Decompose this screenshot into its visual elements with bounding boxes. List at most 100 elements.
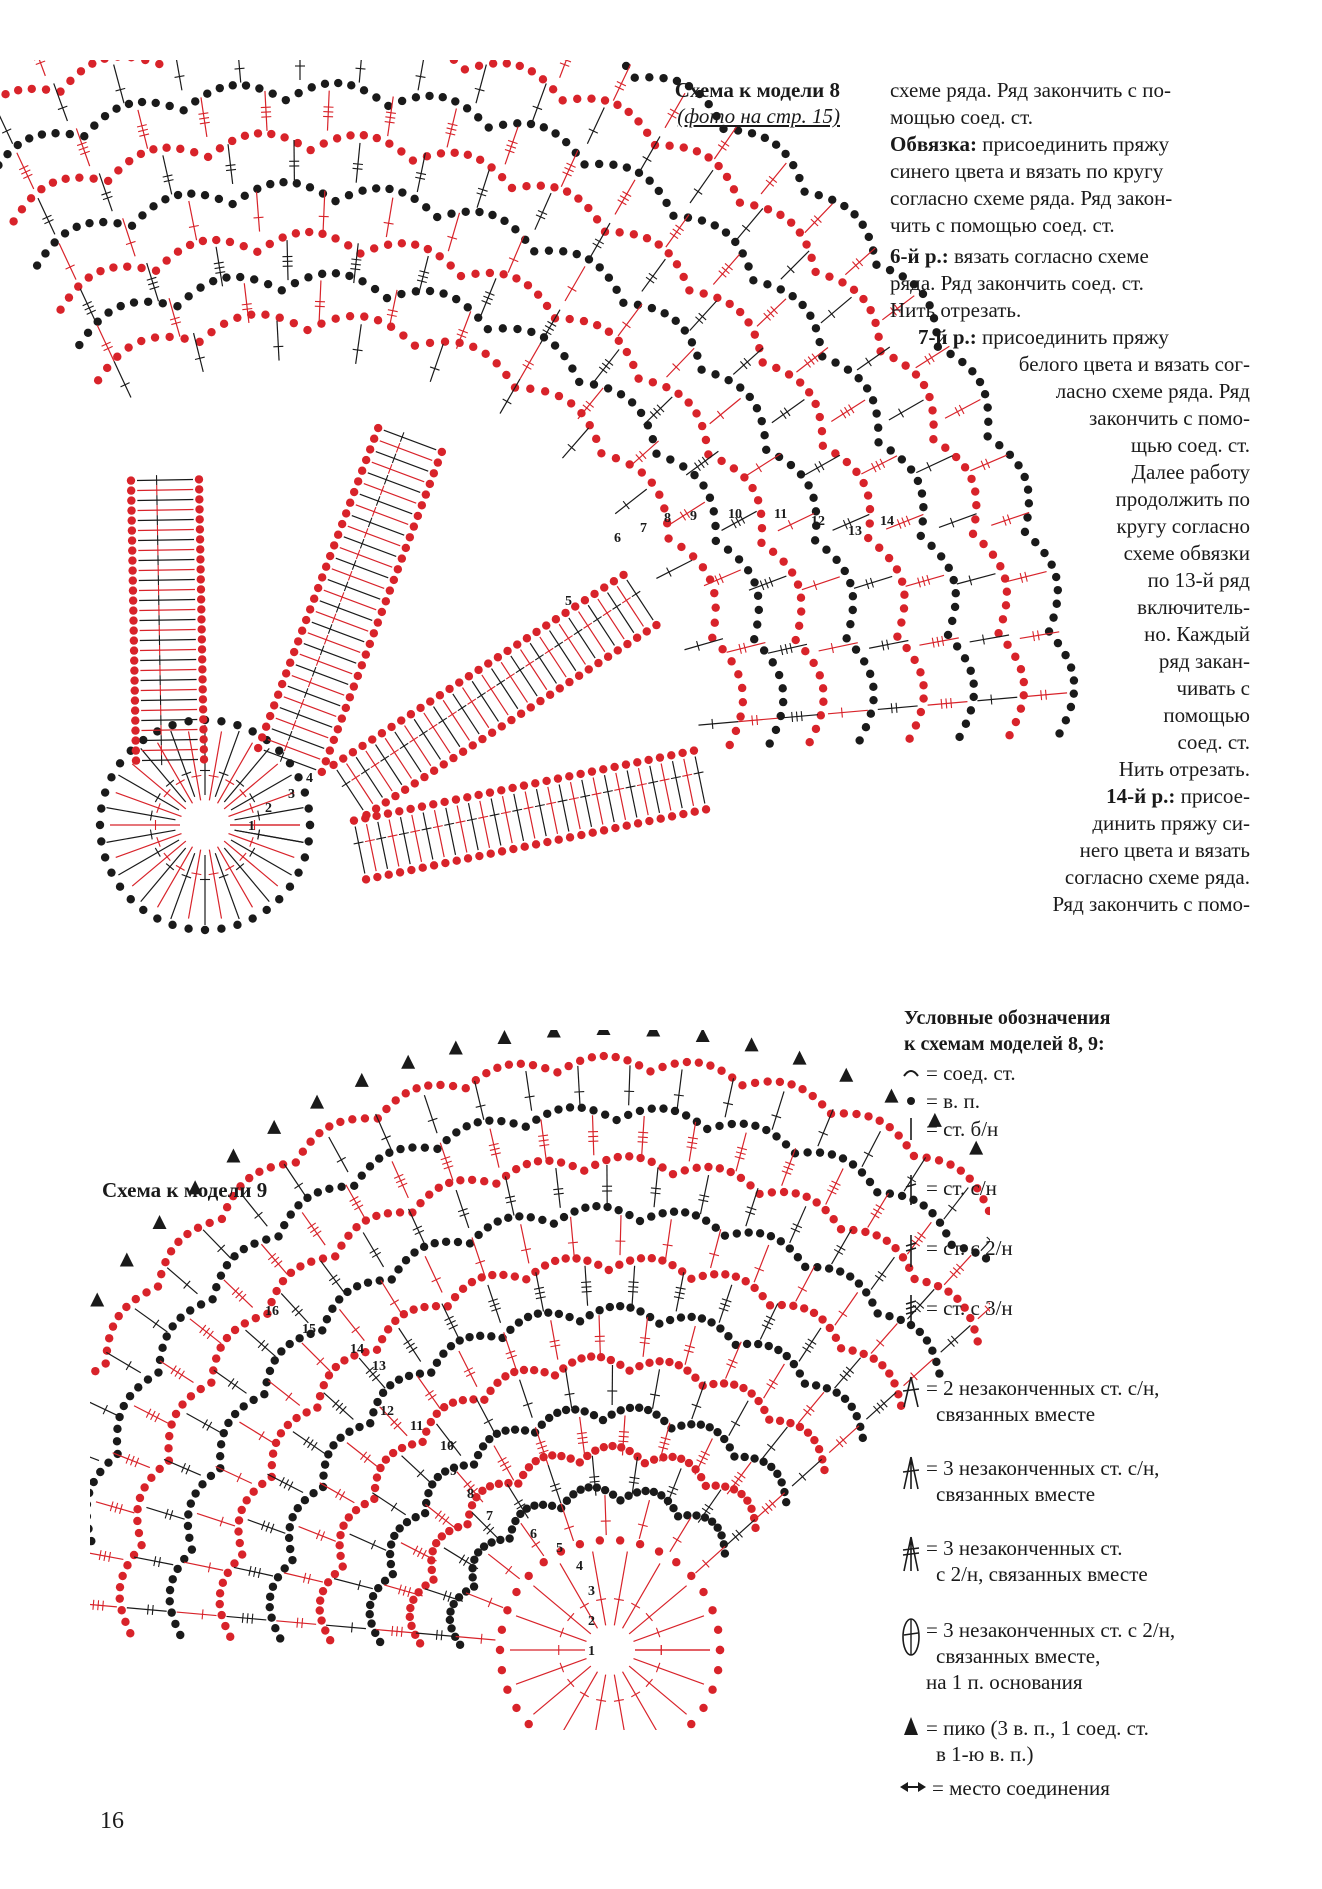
schema-9-title: Схема к модели 9 [102, 1178, 268, 1202]
chain-stitch-dot [333, 530, 343, 539]
stitch-bar [399, 742, 409, 750]
row-number-label: 3 [588, 1584, 595, 1599]
chain-stitch-dot [75, 173, 84, 182]
chain-stitch-dot [143, 1375, 153, 1384]
chain-stitch-dot [840, 201, 849, 211]
chain-stitch-dot [337, 1182, 346, 1191]
chain-stitch-dot [291, 1158, 301, 1167]
stitch-bar [351, 258, 362, 261]
chain-stitch-dot [315, 1391, 325, 1401]
chain-stitch-dot [335, 1295, 344, 1304]
stitch-bar [639, 1341, 650, 1345]
stitch-bar [283, 1479, 290, 1489]
schema-8-photo-ref[interactable]: (фото на стр. 15) [677, 104, 840, 128]
row-number-label: 9 [690, 509, 697, 524]
stitch-bar [531, 1541, 541, 1548]
row-number-label: 2 [588, 1614, 595, 1629]
stitch-bar [625, 785, 636, 789]
stitch-bar [380, 755, 390, 762]
chain-stitch-dot [587, 767, 597, 776]
stitch-bar [562, 171, 572, 177]
chain-stitch-dot [277, 679, 287, 689]
chain-stitch-dot [636, 1307, 645, 1316]
chain-stitch-dot [435, 691, 445, 700]
chain-stitch-dot [184, 292, 193, 301]
chain-stitch-dot [1069, 689, 1078, 698]
stitch-mark [429, 343, 444, 382]
chain-stitch-dot [331, 269, 341, 278]
stitch-bar [566, 162, 576, 168]
picot-mark [695, 1030, 710, 1042]
stitch-bar [735, 516, 741, 527]
chain-stitch-dot [916, 707, 926, 717]
chain-stitch-dot [1019, 691, 1028, 700]
chain-stitch-dot [971, 487, 980, 496]
legend-item-text: = соед. ст. [926, 1060, 1016, 1086]
chain-stitch-dot [720, 1231, 730, 1240]
stitch-mark [166, 1267, 198, 1295]
chain-stitch-dot [290, 278, 300, 288]
chain-stitch-dot [667, 751, 676, 760]
instr-heading-row14: 14-й р.: [1106, 784, 1176, 808]
picot-mark [792, 1050, 807, 1065]
legend-text-line: = 3 незаконченных ст. [926, 1536, 1123, 1560]
stitch-bar [315, 656, 321, 666]
stitch-mark [137, 109, 149, 149]
chain-stitch-dot [862, 1288, 871, 1297]
stitch-bar [478, 815, 489, 819]
stitch-bar [429, 366, 440, 371]
chain-stitch-dot [318, 1586, 328, 1596]
stitch-bar [387, 464, 393, 474]
chain-stitch-dot [861, 1227, 870, 1237]
chain-stitch-dot [635, 1361, 644, 1371]
stitch-mark [358, 1357, 386, 1389]
stitch-bar [489, 1147, 500, 1151]
chain-stitch-dot [285, 1339, 294, 1349]
chain-stitch-dot [776, 1237, 786, 1246]
chain-stitch-dot [198, 675, 207, 684]
chain-stitch-dot [731, 726, 741, 736]
chain-stitch-dot [565, 677, 574, 687]
chain-stitch-dot [762, 1125, 771, 1135]
chain-stitch-dot [504, 1478, 513, 1488]
chain-stitch-dot [652, 1410, 661, 1419]
chain-stitch-dot [470, 1555, 479, 1564]
chain-stitch-dot [838, 1154, 848, 1163]
chain-stitch-dot [735, 198, 745, 207]
stitch-bar [521, 1248, 532, 1252]
stitch-bar [1024, 571, 1028, 582]
stitch-mark [471, 1511, 501, 1542]
chain-stitch-dot [402, 1518, 412, 1527]
chain-stitch-dot [350, 1351, 359, 1360]
stitch-bar [564, 1392, 575, 1396]
row-number-label: 4 [306, 771, 313, 786]
stitch-bar [352, 162, 364, 166]
chain-stitch-dot [1024, 499, 1034, 508]
stitch-mark [639, 136, 661, 172]
chain-stitch-dot [592, 1483, 602, 1492]
stitch-bar [806, 1404, 815, 1413]
stitch-bar [783, 1165, 794, 1171]
chain-stitch-dot [731, 1340, 740, 1350]
dc3tog-icon [900, 1455, 922, 1501]
row-number-label: 6 [530, 1527, 537, 1542]
stitch-bar [614, 787, 625, 791]
chain-stitch-dot [906, 465, 916, 474]
chain-stitch-dot [591, 1446, 600, 1455]
chain-stitch-dot [265, 239, 274, 249]
chain-stitch-dot [305, 820, 315, 830]
stitch-mark [303, 642, 357, 664]
chain-stitch-dot [739, 1383, 748, 1393]
chain-stitch-dot [828, 195, 837, 204]
picot-mark [448, 1040, 463, 1055]
stitch-mark [416, 1375, 441, 1410]
chain-stitch-dot [777, 1300, 787, 1310]
stitch-bar [419, 270, 430, 274]
chain-stitch-dot [265, 711, 275, 721]
chain-stitch-dot [857, 1168, 867, 1177]
chain-stitch-dot [765, 739, 774, 748]
stitch-bar [698, 1454, 708, 1461]
stitch-mark [170, 730, 196, 798]
stitch-bar [702, 1559, 710, 1568]
chain-stitch-dot [102, 1346, 112, 1355]
